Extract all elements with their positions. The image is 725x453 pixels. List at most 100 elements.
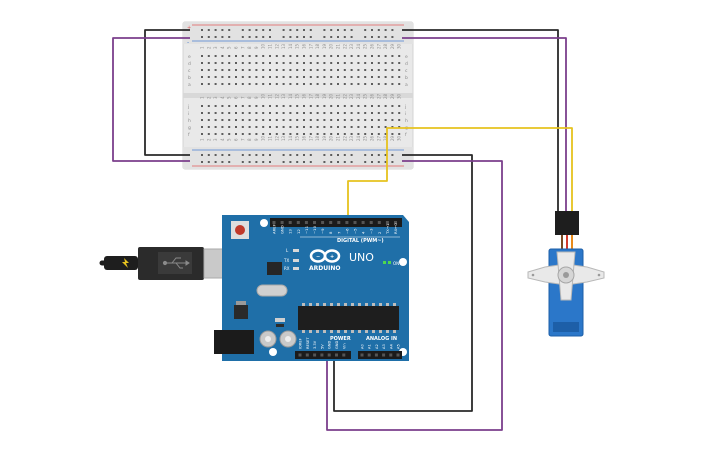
wire-black-gnd-to-arduino[interactable] bbox=[333, 154, 473, 412]
breadboard-hole[interactable] bbox=[384, 126, 387, 128]
breadboard-hole[interactable] bbox=[371, 133, 373, 135]
breadboard-hole[interactable] bbox=[248, 126, 251, 128]
breadboard-hole[interactable] bbox=[357, 62, 360, 64]
rail-hole[interactable] bbox=[309, 154, 312, 156]
breadboard-hole[interactable] bbox=[296, 133, 299, 135]
digital-pin[interactable] bbox=[394, 221, 397, 224]
breadboard-hole[interactable] bbox=[309, 83, 312, 85]
breadboard-hole[interactable] bbox=[337, 133, 339, 135]
rail-hole[interactable] bbox=[391, 161, 394, 163]
rail-hole[interactable] bbox=[377, 29, 380, 31]
breadboard-hole[interactable] bbox=[323, 55, 326, 57]
breadboard-hole[interactable] bbox=[241, 69, 244, 71]
rail-hole[interactable] bbox=[323, 36, 326, 38]
breadboard-hole[interactable] bbox=[248, 133, 251, 135]
breadboard-hole[interactable] bbox=[269, 69, 271, 71]
breadboard-hole[interactable] bbox=[214, 126, 217, 128]
breadboard-hole[interactable] bbox=[228, 55, 231, 57]
breadboard-hole[interactable] bbox=[282, 83, 285, 85]
breadboard-hole[interactable] bbox=[350, 55, 353, 57]
breadboard-hole[interactable] bbox=[398, 133, 401, 135]
breadboard-hole[interactable] bbox=[398, 126, 401, 128]
breadboard-hole[interactable] bbox=[201, 76, 203, 78]
rail-hole[interactable] bbox=[289, 161, 292, 163]
breadboard-hole[interactable] bbox=[275, 83, 278, 85]
breadboard-hole[interactable] bbox=[269, 112, 271, 114]
digital-pin[interactable] bbox=[313, 221, 316, 224]
wire-yellow-signal-to-pin9[interactable] bbox=[347, 130, 388, 222]
breadboard-hole[interactable] bbox=[241, 83, 244, 85]
digital-pin[interactable] bbox=[377, 221, 381, 224]
breadboard-hole[interactable] bbox=[316, 69, 319, 71]
breadboard-hole[interactable] bbox=[201, 83, 203, 85]
rail-hole[interactable] bbox=[248, 154, 251, 156]
breadboard-hole[interactable] bbox=[391, 76, 394, 78]
rail-hole[interactable] bbox=[391, 29, 394, 31]
breadboard-hole[interactable] bbox=[201, 112, 203, 114]
breadboard-hole[interactable] bbox=[275, 69, 278, 71]
breadboard-hole[interactable] bbox=[262, 105, 265, 107]
breadboard-hole[interactable] bbox=[262, 119, 265, 121]
breadboard-hole[interactable] bbox=[296, 119, 299, 121]
digital-pin[interactable] bbox=[369, 221, 373, 224]
rail-hole[interactable] bbox=[391, 36, 394, 38]
breadboard-hole[interactable] bbox=[296, 55, 299, 57]
breadboard-hole[interactable] bbox=[228, 69, 231, 71]
breadboard-hole[interactable] bbox=[337, 126, 339, 128]
rail-hole[interactable] bbox=[262, 154, 265, 156]
breadboard-hole[interactable] bbox=[282, 69, 285, 71]
breadboard-hole[interactable] bbox=[235, 105, 237, 107]
breadboard-hole[interactable] bbox=[323, 112, 326, 114]
digital-header[interactable] bbox=[270, 218, 402, 227]
rail-hole[interactable] bbox=[364, 29, 367, 31]
breadboard-hole[interactable] bbox=[364, 119, 367, 121]
power-pin[interactable] bbox=[313, 353, 317, 357]
analog-pin[interactable] bbox=[382, 353, 386, 357]
breadboard-hole[interactable] bbox=[357, 69, 360, 71]
breadboard-hole[interactable] bbox=[282, 133, 285, 135]
breadboard-hole[interactable] bbox=[248, 112, 251, 114]
wire-black-rail-left[interactable] bbox=[144, 29, 190, 156]
breadboard-hole[interactable] bbox=[323, 62, 326, 64]
breadboard-hole[interactable] bbox=[350, 119, 353, 121]
breadboard-hole[interactable] bbox=[364, 69, 367, 71]
breadboard-hole[interactable] bbox=[214, 119, 217, 121]
breadboard-hole[interactable] bbox=[398, 83, 401, 85]
digital-pin[interactable] bbox=[321, 221, 325, 224]
breadboard-hole[interactable] bbox=[330, 62, 333, 64]
breadboard-hole[interactable] bbox=[330, 83, 333, 85]
breadboard-hole[interactable] bbox=[221, 69, 224, 71]
rail-hole[interactable] bbox=[282, 29, 285, 31]
breadboard-hole[interactable] bbox=[296, 105, 299, 107]
rail-hole[interactable] bbox=[337, 154, 339, 156]
rail-hole[interactable] bbox=[309, 29, 312, 31]
breadboard-hole[interactable] bbox=[214, 76, 217, 78]
rail-hole[interactable] bbox=[214, 154, 217, 156]
rail-hole[interactable] bbox=[364, 36, 367, 38]
analog-header[interactable] bbox=[358, 351, 402, 359]
breadboard-hole[interactable] bbox=[248, 55, 251, 57]
rail-hole[interactable] bbox=[303, 154, 305, 156]
breadboard-hole[interactable] bbox=[303, 133, 305, 135]
breadboard-hole[interactable] bbox=[357, 55, 360, 57]
wire-black-top-to-servo[interactable] bbox=[402, 29, 559, 213]
breadboard-hole[interactable] bbox=[350, 126, 353, 128]
breadboard-hole[interactable] bbox=[255, 62, 258, 64]
breadboard-hole[interactable] bbox=[391, 119, 394, 121]
breadboard-hole[interactable] bbox=[357, 105, 360, 107]
breadboard-hole[interactable] bbox=[207, 112, 210, 114]
rail-hole[interactable] bbox=[255, 36, 258, 38]
rail-hole[interactable] bbox=[241, 161, 244, 163]
breadboard-hole[interactable] bbox=[377, 55, 380, 57]
breadboard-hole[interactable] bbox=[371, 62, 373, 64]
breadboard-hole[interactable] bbox=[384, 62, 387, 64]
breadboard-hole[interactable] bbox=[323, 133, 326, 135]
rail-hole[interactable] bbox=[214, 29, 217, 31]
breadboard-hole[interactable] bbox=[398, 69, 401, 71]
breadboard-hole[interactable] bbox=[228, 105, 231, 107]
breadboard-hole[interactable] bbox=[398, 76, 401, 78]
breadboard-hole[interactable] bbox=[241, 112, 244, 114]
rail-hole[interactable] bbox=[330, 29, 333, 31]
breadboard-hole[interactable] bbox=[343, 76, 346, 78]
